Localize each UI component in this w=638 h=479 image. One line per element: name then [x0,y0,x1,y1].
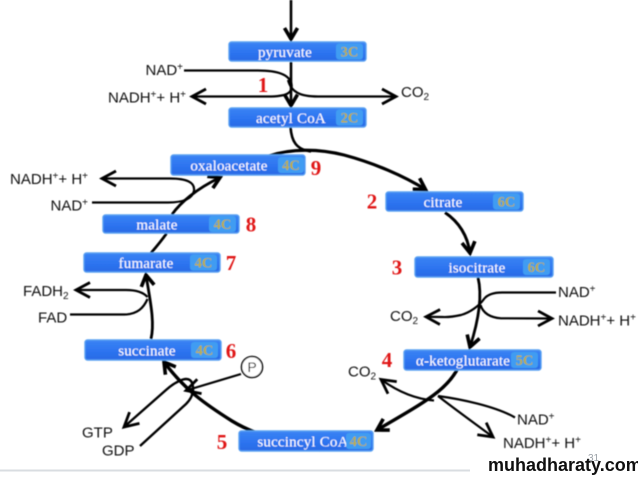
svg-text:succincyl CoA: succincyl CoA [257,435,348,451]
svg-text:3: 3 [392,256,403,280]
svg-text:isocitrate: isocitrate [449,261,506,277]
svg-text:oxaloacetate: oxaloacetate [190,159,267,175]
svg-text:citrate: citrate [424,195,463,211]
svg-text:pyruvate: pyruvate [258,45,312,61]
svg-text:P: P [247,359,256,375]
svg-text:succinate: succinate [118,344,176,360]
svg-text:NAD+: NAD+ [517,412,555,429]
svg-text:CO2: CO2 [401,84,430,103]
svg-text:3C: 3C [341,45,359,61]
svg-text:CO2: CO2 [390,308,419,327]
svg-text:9: 9 [311,156,322,180]
svg-text:NADH++ H+: NADH++ H+ [503,435,581,452]
svg-text:1: 1 [258,73,269,97]
svg-text:acetyl CoA: acetyl CoA [256,111,326,127]
svg-text:2: 2 [367,190,378,214]
svg-text:6C: 6C [498,195,516,211]
svg-text:GDP: GDP [102,443,135,460]
svg-text:NADH++ H+: NADH++ H+ [558,313,636,330]
svg-text:NAD+: NAD+ [558,284,596,301]
svg-text:4C: 4C [195,256,213,272]
svg-text:NAD+: NAD+ [145,62,183,79]
svg-text:31: 31 [588,453,600,464]
svg-text:5C: 5C [516,353,534,369]
svg-text:NAD+: NAD+ [50,198,88,215]
svg-text:8: 8 [246,213,257,237]
svg-text:4C: 4C [214,217,232,233]
svg-text:4C: 4C [350,434,368,450]
svg-text:muhadharaty.com: muhadharaty.com [488,455,638,475]
svg-text:5: 5 [217,430,228,454]
svg-text:6: 6 [226,339,237,363]
svg-text:NADH++ H+: NADH++ H+ [10,171,88,188]
svg-text:CO2: CO2 [348,364,377,383]
svg-text:fumarate: fumarate [119,256,174,272]
svg-text:α-ketoglutarate: α-ketoglutarate [416,354,510,370]
svg-text:4: 4 [382,348,393,372]
svg-text:4C: 4C [196,343,214,359]
svg-text:FAD: FAD [38,310,67,327]
svg-text:2C: 2C [341,111,359,127]
svg-text:malate: malate [136,218,177,234]
svg-text:4C: 4C [282,158,300,174]
svg-text:NADH++ H+: NADH++ H+ [108,90,186,107]
svg-text:6C: 6C [528,260,546,276]
svg-text:GTP: GTP [82,425,113,442]
svg-text:FADH2: FADH2 [23,283,69,302]
svg-text:7: 7 [226,251,237,275]
